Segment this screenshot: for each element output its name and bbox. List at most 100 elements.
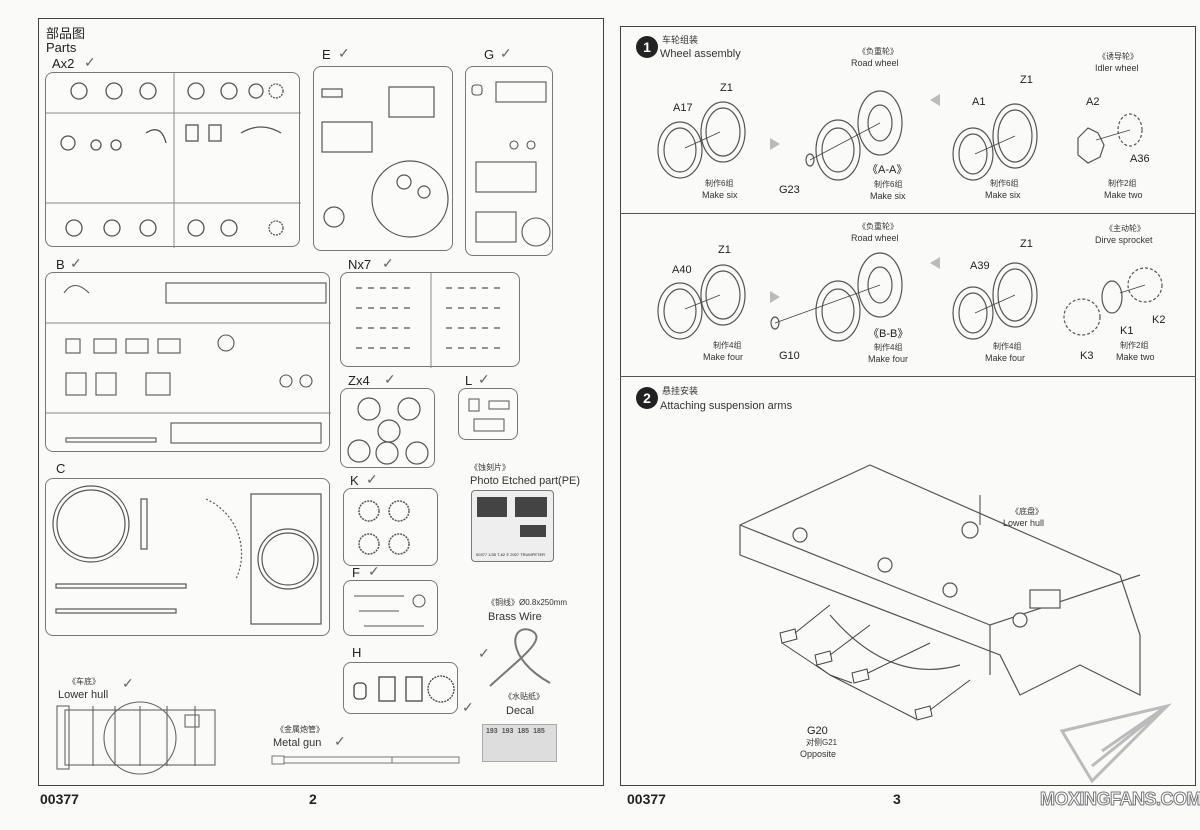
sprue-e-parts — [321, 86, 449, 238]
step1-title-en: Wheel assembly — [660, 48, 741, 60]
sprue-k-parts — [358, 500, 410, 555]
sprue-g-parts — [471, 81, 551, 247]
check-mark: ✓ — [368, 563, 380, 579]
sprue-h-parts — [353, 675, 455, 703]
check-mark: ✓ — [122, 675, 134, 691]
part-label-z1: Z1 — [1020, 238, 1033, 250]
decal-number: 185 — [533, 728, 545, 735]
sprue-h-label: H — [352, 645, 362, 660]
part-label-a17: A17 — [673, 102, 693, 114]
part-label-a36: A36 — [1130, 153, 1150, 165]
part-label-k1: K1 — [1120, 325, 1134, 337]
make-count-en: Make six — [985, 190, 1021, 200]
brass-wire-label-cn: 《铜线》Ø0.8x250mm — [487, 598, 568, 607]
sprue-l-label: L — [465, 373, 473, 388]
lower-hull-callout-cn: 《底盘》 — [1011, 507, 1043, 516]
right-page-frame — [620, 26, 1196, 786]
catalog-number: 00377 — [40, 791, 79, 807]
paper-plane-logo-icon — [1059, 703, 1172, 784]
sprue-z-label: Zx4 — [348, 373, 370, 388]
pe-label-cn: 《蚀刻片》 — [470, 463, 510, 472]
make-count-en: Make two — [1116, 352, 1155, 362]
lower-hull-part-drawing — [56, 701, 216, 775]
sprue-l — [458, 388, 518, 440]
make-count-cn: 制作6组 — [874, 180, 903, 189]
sprue-h — [343, 662, 458, 714]
drive-sprocket-label-en: Dirve sprocket — [1095, 235, 1153, 245]
make-count-cn: 制作2组 — [1120, 341, 1149, 350]
opposite-part-cn: 对侧G21 — [806, 738, 838, 747]
part-label-g20: G20 — [807, 725, 828, 737]
check-mark: ✓ — [84, 54, 96, 70]
check-mark: ✓ — [384, 371, 396, 387]
road-wheel-label-en: Road wheel — [851, 58, 899, 68]
make-count-cn: 制作4组 — [713, 341, 742, 350]
drive-sprocket-label-cn: 《主动轮》 — [1105, 224, 1145, 233]
road-wheel-label-en: Road wheel — [851, 233, 899, 243]
sprue-e — [313, 66, 453, 251]
part-label-g10: G10 — [779, 350, 800, 362]
make-count-cn: 制作4组 — [874, 343, 903, 352]
wheel-assembly-row2-drawing — [657, 252, 1163, 342]
sprue-n-parts — [356, 273, 506, 368]
lower-hull-suspension-drawing — [739, 464, 1141, 721]
section-label-b-b: 《B-B》 — [868, 328, 909, 340]
sprue-f-parts — [354, 594, 426, 627]
sprue-a-parts — [46, 73, 301, 248]
sprue-c — [45, 478, 330, 636]
sprue-g — [465, 66, 553, 256]
check-mark: ✓ — [338, 45, 350, 61]
make-count-en: Make four — [703, 352, 744, 362]
metal-gun-drawing — [271, 755, 460, 765]
wheel-assembly-row1-drawing — [657, 90, 1143, 181]
sprue-g-label: G — [484, 47, 495, 62]
check-mark: ✓ — [462, 699, 474, 715]
sprue-b — [45, 272, 331, 452]
sprue-b-parts — [46, 282, 331, 444]
sprue-z — [340, 388, 435, 468]
sprue-n — [340, 272, 520, 368]
check-mark: ✓ — [382, 255, 394, 271]
page-number: 3 — [893, 791, 901, 807]
idler-wheel-label-cn: 《诱导轮》 — [1098, 52, 1138, 61]
pe-grille — [520, 525, 546, 537]
sprue-k-label: K — [350, 473, 359, 488]
sprue-l-parts — [468, 398, 510, 432]
lower-hull-callout-en: Lower hull — [1003, 518, 1045, 528]
make-count-cn: 制作2组 — [1108, 179, 1137, 188]
part-label-k2: K2 — [1152, 314, 1166, 326]
left-page-frame — [38, 18, 604, 786]
check-mark: ✓ — [70, 255, 82, 271]
road-wheel-label-cn: 《负重轮》 — [858, 222, 898, 231]
part-label-a39: A39 — [970, 260, 990, 272]
parts-title-en: Parts — [46, 40, 77, 55]
metal-gun-label-cn: 《金属炮管》 — [276, 725, 324, 734]
part-label-z1: Z1 — [718, 244, 731, 256]
section-divider — [620, 213, 1196, 214]
step2-title-en: Attaching suspension arms — [660, 400, 793, 412]
brass-wire-drawing — [489, 628, 551, 687]
step2-title-cn: 悬挂安装 — [662, 386, 699, 396]
parts-title-cn: 部品图 — [46, 26, 86, 41]
make-count-en: Make six — [870, 191, 906, 201]
make-count-en: Make two — [1104, 190, 1143, 200]
pe-code: 00377 1/35 T-62 © 2007 TRUMPETER — [476, 552, 546, 557]
check-mark: ✓ — [478, 645, 490, 661]
part-label-z1: Z1 — [720, 82, 733, 94]
make-count-cn: 制作6组 — [705, 179, 734, 188]
step-number-badge: 2 — [636, 387, 658, 409]
decal-label-en: Decal — [506, 705, 535, 717]
make-count-en: Make four — [868, 354, 909, 364]
pe-grille — [477, 497, 507, 517]
idler-wheel-label-en: Idler wheel — [1095, 63, 1139, 73]
sprue-c-label: C — [56, 461, 66, 476]
check-mark: ✓ — [500, 45, 512, 61]
section-label-a-a: 《A-A》 — [867, 164, 908, 176]
sprue-b-label: B — [56, 257, 65, 272]
section-divider — [620, 376, 1196, 377]
make-count-en: Make four — [985, 353, 1026, 363]
sprue-n-label: Nx7 — [348, 257, 372, 272]
metal-gun-label-en: Metal gun — [273, 737, 322, 749]
part-label-a40: A40 — [672, 264, 692, 276]
decal-sheet: 193 193 185 185 — [482, 724, 557, 762]
